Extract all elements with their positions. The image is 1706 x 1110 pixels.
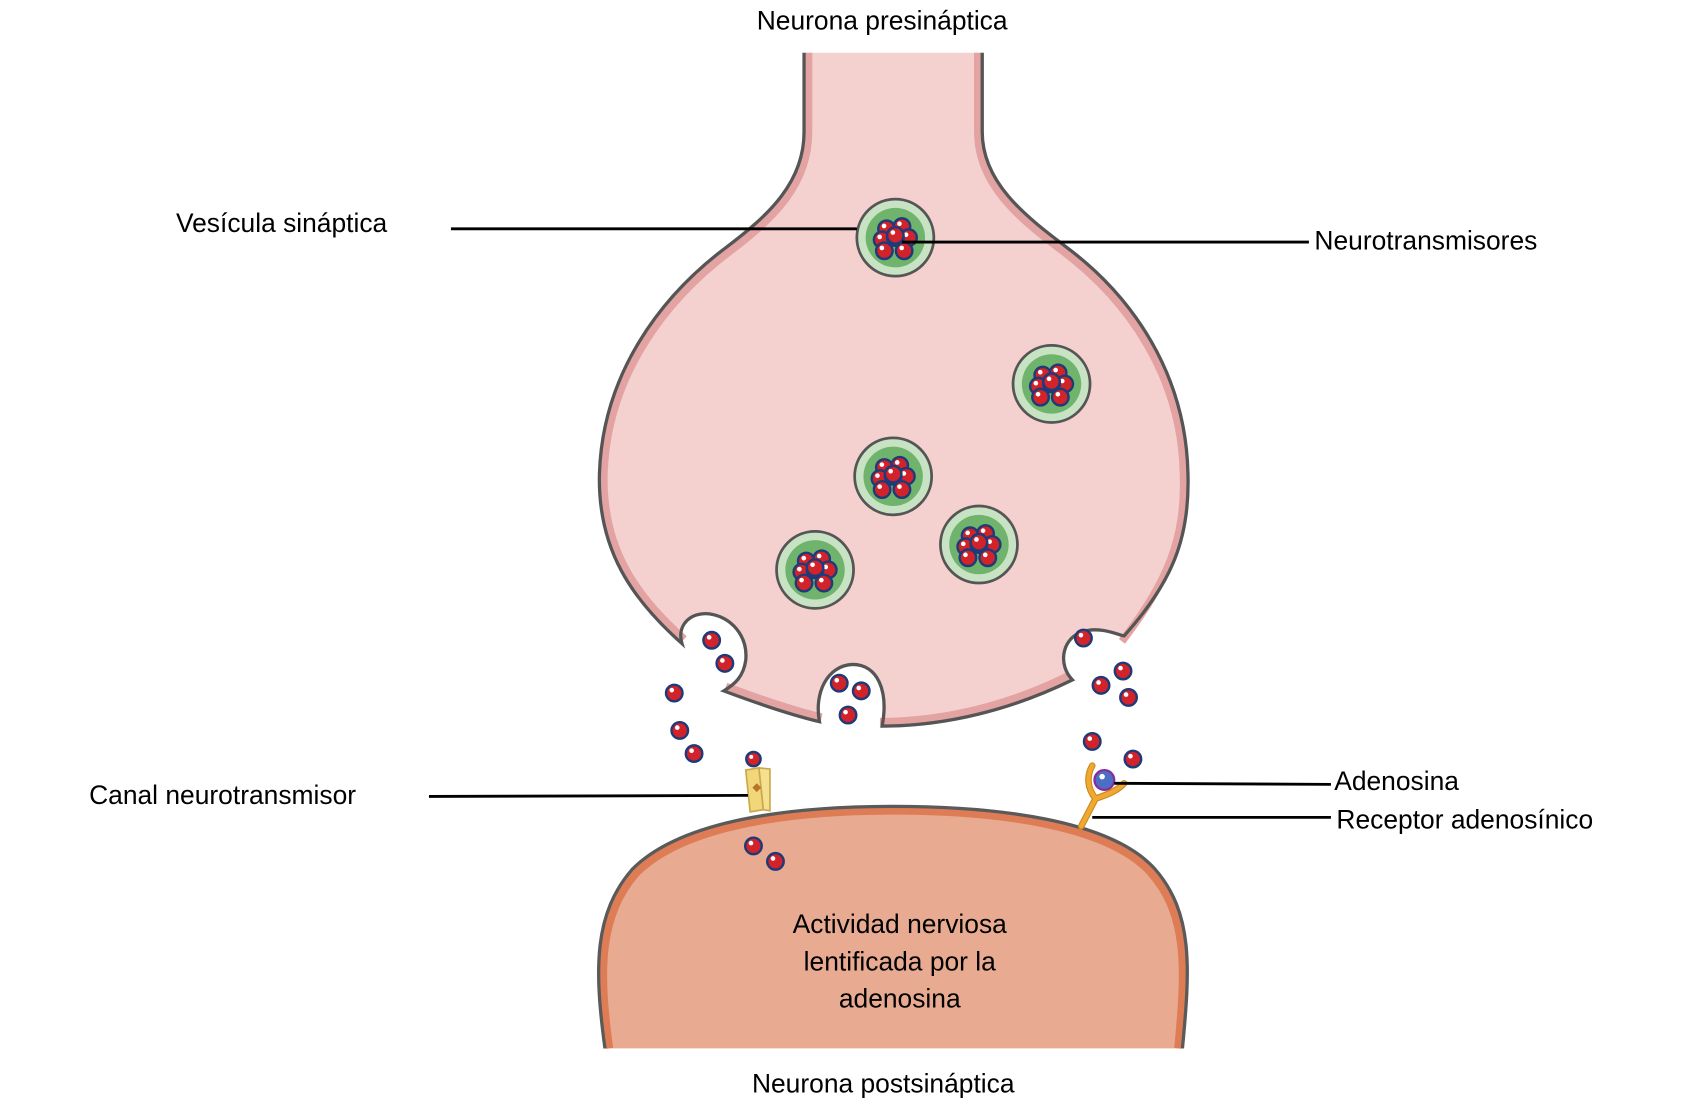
neurotransmitter [670, 721, 690, 740]
neurotransmitter [794, 573, 814, 593]
neurotransmitter [664, 683, 684, 703]
synaptic-vesicle [939, 504, 1019, 585]
adenosine-label: Adenosina [1334, 766, 1459, 796]
neurotransmitter [702, 630, 722, 650]
neurotransmitter [1119, 688, 1138, 707]
synaptic-vesicle [853, 436, 934, 517]
postsynaptic-neuron-label: Neurona postsináptica [752, 1068, 1015, 1098]
neurotransmitter [1123, 749, 1143, 769]
neurotransmitter [684, 744, 704, 764]
neurotransmitter [883, 464, 903, 484]
synaptic-vesicle [775, 529, 855, 610]
free-neurotransmitters [664, 628, 1143, 871]
neurotransmitter [1073, 628, 1093, 648]
neurotransmitter [829, 673, 849, 693]
neurotransmitter [874, 241, 894, 261]
neurotransmitter [805, 558, 825, 578]
neurotransmitter-channel [744, 750, 771, 813]
adenosine-molecule [1093, 768, 1116, 791]
center-caption-line-1: Actividad nerviosa [793, 909, 1007, 939]
postsynaptic-neuron [596, 804, 1189, 1049]
adenosine-receptor [1077, 762, 1128, 830]
neurotransmitter [1031, 387, 1050, 407]
neurotransmitter [885, 225, 905, 245]
neurotransmitter [894, 241, 914, 261]
presynaptic-neuron [597, 52, 1190, 728]
neurotransmitter [1042, 372, 1061, 392]
leader-adenosine [1114, 781, 1331, 786]
synaptic-vesicle-label: Vesícula sináptica [176, 208, 388, 238]
neurotransmitter [1113, 661, 1133, 681]
synaptic-vesicles [775, 197, 1092, 610]
neurotransmitter [1091, 675, 1111, 695]
neurotransmitter [1050, 387, 1070, 407]
neurotransmitter [851, 681, 871, 701]
presynaptic-membrane [597, 52, 1190, 728]
leader-neurotransmitter-channel [428, 793, 748, 798]
neurotransmitter [872, 480, 892, 500]
postsynaptic-body [598, 806, 1188, 1049]
postsynaptic-membrane-inner [599, 806, 1187, 1049]
neurotransmitter [838, 705, 858, 725]
neurotransmitter [969, 532, 989, 552]
neurotransmitter [743, 836, 763, 856]
presynaptic-terminal-body [599, 52, 1189, 727]
neurotransmitters-label: Neurotransmisores [1314, 226, 1537, 256]
synaptic-vesicle [1011, 344, 1092, 424]
presynaptic-membrane-inner [600, 52, 1188, 726]
center-caption-line-3: adenosina [839, 984, 961, 1014]
neurotransmitter [715, 653, 735, 673]
adenosine-receptor-label: Receptor adenosínico [1336, 804, 1593, 834]
postsynaptic-membrane [596, 804, 1189, 1049]
neurotransmitter [1082, 732, 1102, 751]
center-caption-line-2: lentificada por la [804, 946, 996, 976]
neurotransmitter [892, 480, 912, 500]
neurotransmitter [978, 548, 998, 568]
neurotransmitter-channel-label: Canal neurotransmisor [89, 780, 356, 810]
neurotransmitter [814, 573, 834, 593]
presynaptic-neuron-label: Neurona presináptica [757, 6, 1008, 36]
synaptic-vesicle [855, 197, 936, 278]
neurotransmitter [958, 548, 978, 568]
bound-neurotransmitter [745, 750, 762, 768]
center-caption: Actividad nerviosa lentificada por la ad… [793, 909, 1007, 1014]
neurotransmitter [765, 851, 785, 871]
